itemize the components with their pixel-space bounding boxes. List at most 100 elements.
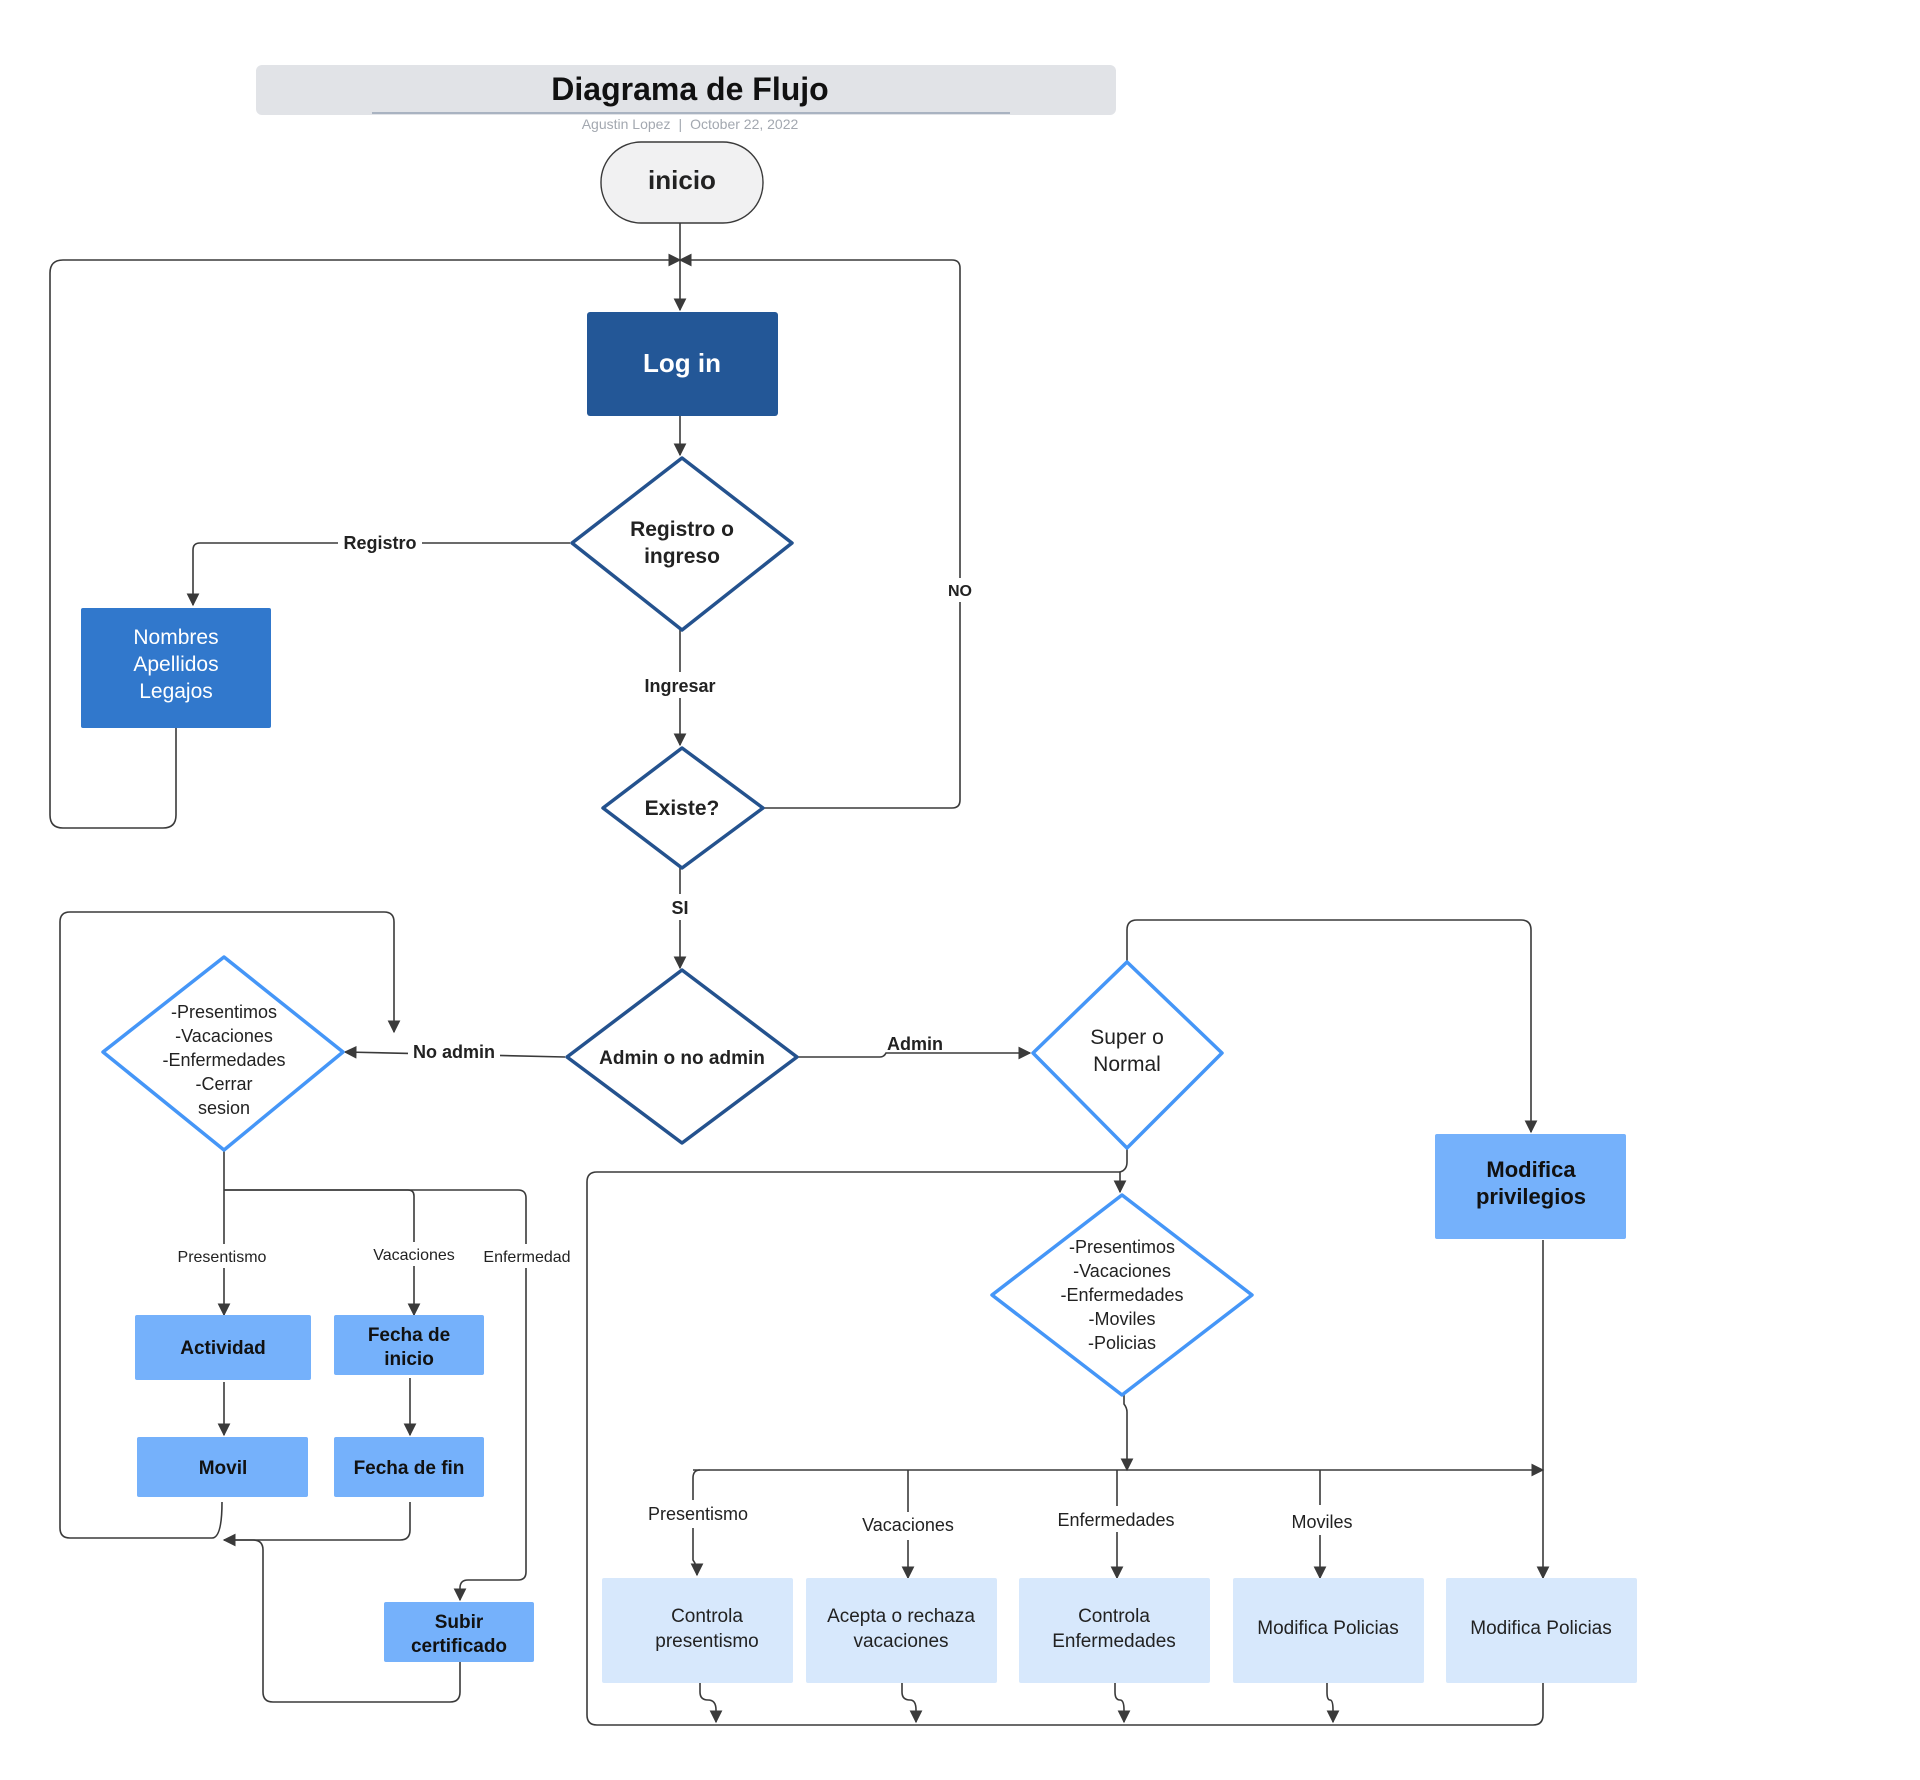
author: Agustin Lopez: [582, 116, 671, 132]
title-block: Diagrama de Flujo Agustin Lopez|October …: [256, 65, 1116, 132]
node-menu-user[interactable]: -Presentimos -Vacaciones -Enfermedades -…: [101, 955, 345, 1152]
decision-shape: [565, 968, 799, 1145]
node-label-line2: Normal: [1093, 1053, 1161, 1076]
label-bg: [168, 1244, 280, 1268]
label-bg: [1046, 1506, 1186, 1532]
edge-presentismo-return: [699, 1680, 723, 1724]
label-bg: [338, 530, 422, 554]
node-inicio[interactable]: inicio: [600, 141, 764, 224]
edge-vacaciones-return: [901, 1680, 923, 1724]
node-acepta-vacaciones[interactable]: Acepta o rechaza vacaciones: [806, 1578, 997, 1683]
edge-enfermedad-user: [224, 1189, 527, 1602]
label-no: NO: [948, 583, 972, 600]
node-label-line1: -Presentimos: [171, 1002, 277, 1022]
decision-shape: [990, 1193, 1254, 1397]
node-label-line1: Subir: [435, 1612, 484, 1633]
process-shape: [587, 312, 778, 416]
process-shape: [81, 608, 271, 728]
title-bar: [256, 65, 1116, 115]
edge-nombres-loop: [49, 253, 682, 829]
node-label: Fecha de fin: [354, 1458, 465, 1479]
node-label-line3: -Enfermedades: [1060, 1285, 1183, 1305]
edge-normal: [1113, 1148, 1128, 1194]
label-bg: [664, 894, 696, 920]
node-fecha-fin[interactable]: Fecha de fin: [334, 1437, 484, 1497]
node-controla-presentismo[interactable]: Controla presentismo: [602, 1578, 793, 1683]
edges: [49, 223, 1550, 1726]
label-bg: [636, 1500, 760, 1528]
node-label-line2: ingreso: [644, 545, 720, 568]
edge-certificado-return: [224, 1539, 461, 1703]
node-label-line2: -Vacaciones: [175, 1026, 273, 1046]
node-label: Existe?: [645, 797, 720, 820]
edge-user-loop: [59, 911, 401, 1539]
node-modifica-privilegios[interactable]: Modifica privilegios: [1435, 1134, 1626, 1239]
label-no-admin: No admin: [413, 1042, 495, 1062]
node-nombres[interactable]: Nombres Apellidos Legajos: [81, 608, 271, 728]
edge-policias-return: [1326, 1680, 1340, 1724]
subtitle-separator: |: [678, 116, 682, 132]
node-label: Movil: [199, 1458, 248, 1479]
node-fecha-inicio[interactable]: Fecha de inicio: [334, 1315, 484, 1375]
node-label-line5: sesion: [198, 1098, 250, 1118]
edge-super: [1126, 919, 1538, 1134]
process-shape: [806, 1578, 997, 1683]
label-bg: [362, 1242, 466, 1266]
decision-shape: [601, 746, 765, 870]
node-label-line2: inicio: [384, 1349, 434, 1370]
label-presentismo-admin: Presentismo: [648, 1504, 748, 1524]
node-label: inicio: [648, 165, 716, 195]
node-super-o-normal[interactable]: Super o Normal: [1031, 960, 1224, 1150]
node-label-line5: -Policias: [1088, 1333, 1156, 1353]
node-movil[interactable]: Movil: [137, 1437, 308, 1497]
process-shape: [137, 1437, 308, 1497]
label-moviles-admin: Moviles: [1291, 1512, 1352, 1532]
process-shape: [334, 1315, 484, 1375]
node-menu-admin[interactable]: -Presentimos -Vacaciones -Enfermedades -…: [990, 1193, 1254, 1397]
process-shape: [384, 1602, 534, 1662]
node-admin-o-no-admin[interactable]: Admin o no admin: [565, 968, 799, 1145]
edge-labels: Registro Ingresar NO SI No admin Admin P…: [168, 530, 1353, 1535]
node-label-line1: Nombres: [133, 626, 218, 649]
decision-shape: [570, 456, 794, 632]
label-vacaciones-user: Vacaciones: [373, 1247, 455, 1264]
node-label: Admin o no admin: [599, 1048, 765, 1069]
decision-shape: [1031, 960, 1224, 1150]
process-shape: [1019, 1578, 1210, 1683]
node-label-line2: Apellidos: [133, 653, 218, 676]
node-actividad[interactable]: Actividad: [135, 1315, 311, 1380]
node-label-line4: -Moviles: [1088, 1309, 1155, 1329]
node-label-line1: Modifica: [1486, 1157, 1576, 1182]
node-controla-enfermedades[interactable]: Controla Enfermedades: [1019, 1578, 1210, 1683]
node-login[interactable]: Log in: [587, 312, 778, 416]
process-shape: [1233, 1578, 1424, 1683]
process-shape: [602, 1578, 793, 1683]
label-ingresar: Ingresar: [644, 676, 715, 696]
node-subir-certificado[interactable]: Subir certificado: [384, 1602, 534, 1662]
process-shape: [135, 1315, 311, 1380]
node-label-line3: Legajos: [139, 680, 213, 703]
node-label-line1: Super o: [1090, 1026, 1164, 1049]
node-label-line2: certificado: [411, 1636, 507, 1657]
label-bg: [942, 578, 978, 602]
node-label-line2: Enfermedades: [1052, 1631, 1176, 1652]
node-label-line2: vacaciones: [853, 1631, 948, 1652]
label-registro: Registro: [343, 533, 416, 553]
edge-enfermedades-return: [1114, 1680, 1131, 1724]
label-enfermedad-user: Enfermedad: [483, 1249, 570, 1266]
node-registro-o-ingreso[interactable]: Registro o ingreso: [570, 456, 794, 632]
node-label: Modifica Policias: [1470, 1618, 1612, 1639]
label-bg: [408, 1040, 500, 1064]
node-modifica-policias-1[interactable]: Modifica Policias: [1233, 1578, 1424, 1683]
process-shape: [1435, 1134, 1626, 1239]
process-shape: [1446, 1578, 1637, 1683]
node-label-line2: -Vacaciones: [1073, 1261, 1171, 1281]
label-enfermedades-admin: Enfermedades: [1057, 1510, 1174, 1530]
label-vacaciones-admin: Vacaciones: [862, 1515, 954, 1535]
node-label: Actividad: [180, 1338, 266, 1359]
node-label-line1: Controla: [671, 1606, 743, 1627]
node-existe[interactable]: Existe?: [601, 746, 765, 870]
node-label-line1: Fecha de: [368, 1325, 450, 1346]
node-modifica-policias-2[interactable]: Modifica Policias: [1446, 1578, 1637, 1683]
